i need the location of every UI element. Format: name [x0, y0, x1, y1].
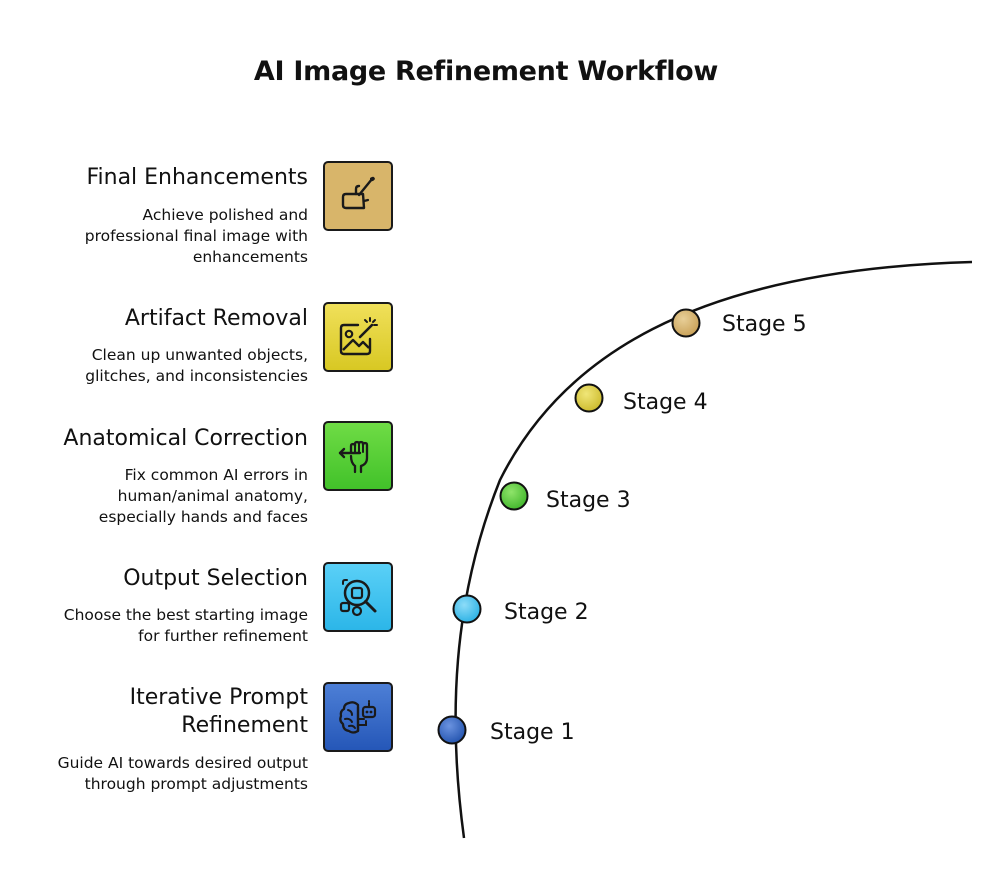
brush-hand-icon — [341, 176, 375, 210]
output-selection-icon-box — [323, 562, 393, 632]
stage-5-label: Stage 5 — [722, 312, 807, 337]
step-title-line-1: Iterative Prompt — [129, 685, 308, 710]
step-title-artifact-removal: Artifact Removal — [124, 306, 308, 331]
anatomical-correction-icon-box — [323, 421, 393, 491]
step-desc-final-enhancements: Achieve polished and professional final … — [84, 206, 308, 266]
stage-3-label: Stage 3 — [546, 488, 631, 513]
step-desc-artifact-removal: Clean up unwanted objects, glitches, and… — [85, 346, 308, 385]
image-magic-wand-icon — [339, 317, 378, 356]
step-desc-iterative-prompt-refinement: Guide AI towards desired output through … — [57, 754, 308, 793]
step-title-iterative-prompt-refinement: Iterative Prompt Refinement — [8, 684, 308, 740]
stage-1-label: Stage 1 — [490, 720, 575, 745]
stage-2-label: Stage 2 — [504, 600, 589, 625]
final-enhancements-icon-box — [323, 161, 393, 231]
stage-3-marker — [499, 481, 529, 511]
step-desc-anatomical-correction: Fix common AI errors in human/animal ana… — [98, 466, 308, 526]
iterative-prompt-refinement-icon-box — [323, 682, 393, 752]
search-shapes-icon — [339, 579, 377, 617]
step-title-output-selection: Output Selection — [123, 566, 308, 591]
step-title-line-2: Refinement — [181, 713, 308, 738]
brain-robot-icon — [339, 700, 377, 734]
stage-4-label: Stage 4 — [623, 390, 708, 415]
diagram-title: AI Image Refinement Workflow — [253, 56, 719, 87]
hand-correction-icon — [338, 440, 369, 474]
step-title-final-enhancements: Final Enhancements — [86, 165, 308, 190]
stage-2-marker — [452, 594, 482, 624]
stage-curve-line — [454, 260, 973, 839]
stage-4-marker — [574, 383, 604, 413]
stage-5-marker — [671, 308, 701, 338]
artifact-removal-icon-box — [323, 302, 393, 372]
step-title-anatomical-correction: Anatomical Correction — [63, 426, 308, 451]
step-desc-output-selection: Choose the best starting image for furth… — [63, 606, 308, 645]
stage-1-marker — [437, 715, 467, 745]
